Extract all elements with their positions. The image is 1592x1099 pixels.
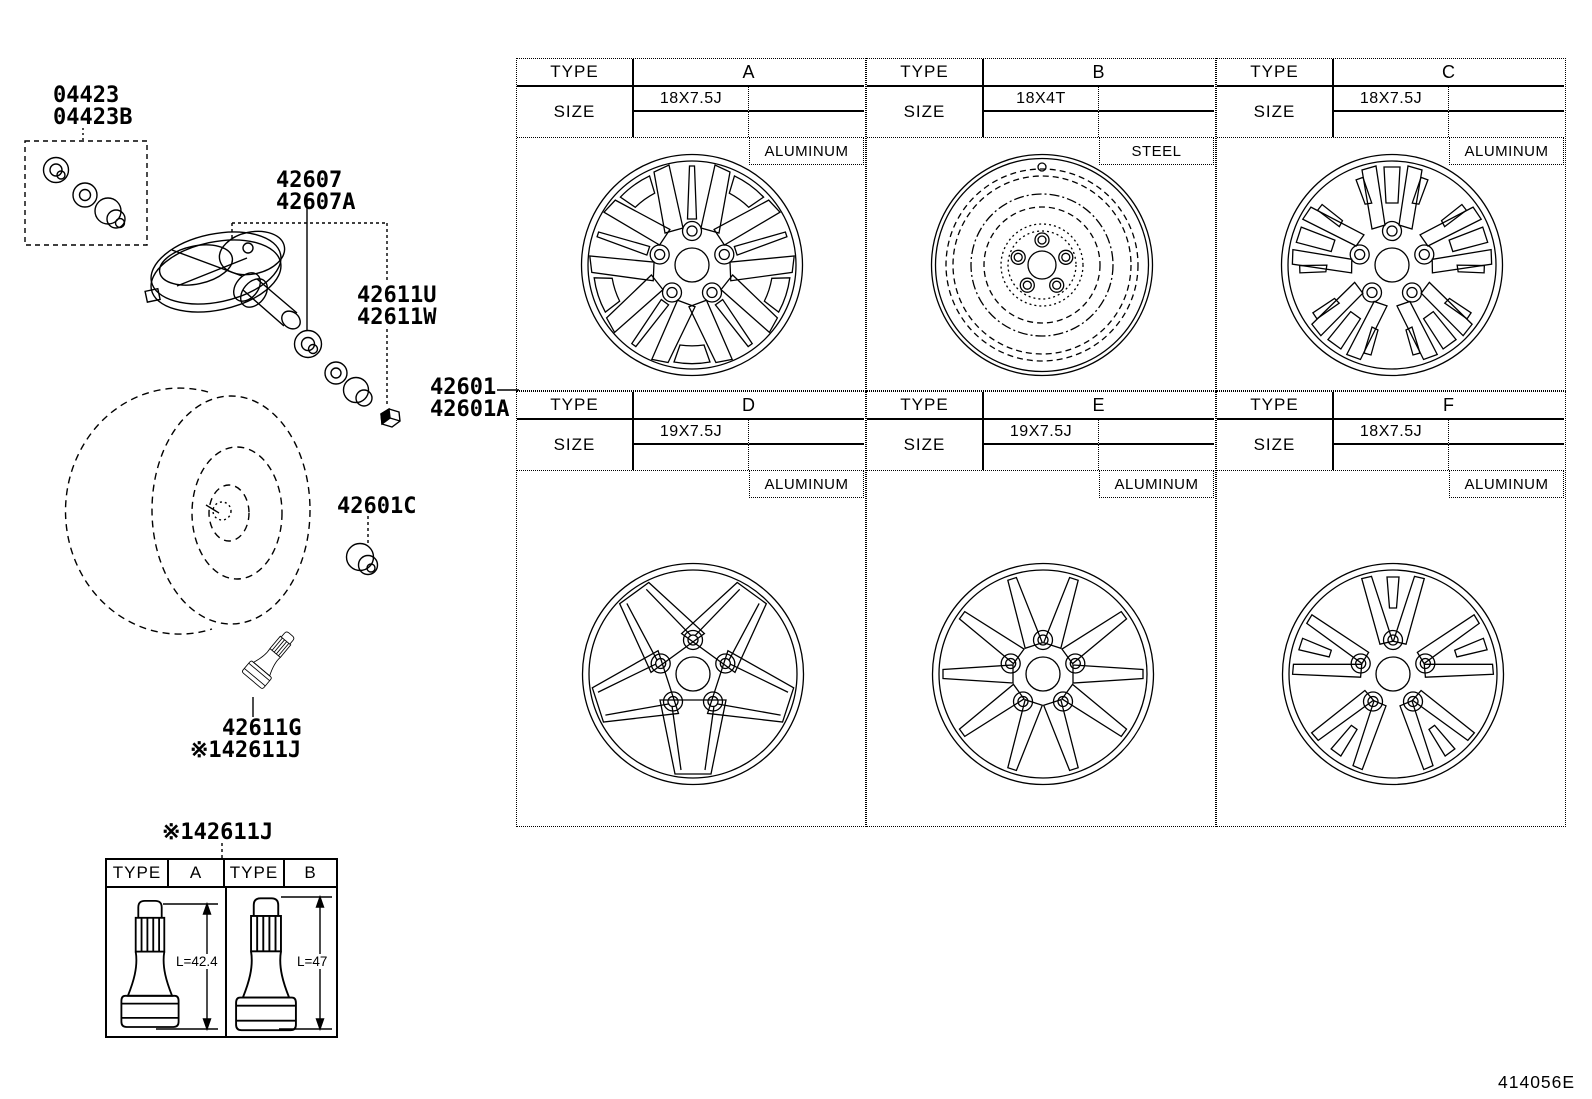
type-value: B <box>984 59 1214 87</box>
size-value: 18X7.5J <box>1334 87 1449 112</box>
valve-table-header-type-2: TYPE <box>225 860 285 888</box>
valve-b-length-dimension: L=47 <box>295 954 330 969</box>
type-value: D <box>634 392 864 420</box>
material-badge: ALUMINUM <box>749 137 864 165</box>
wheel-panel-type-d: TYPE D SIZE 19X7.5J ALUMINUM <box>516 391 866 827</box>
size-value: 18X7.5J <box>634 87 749 112</box>
wheel-illustration-type-a <box>580 153 804 377</box>
valve-spec-table: TYPE A TYPE B <box>105 858 338 1038</box>
material-badge: ALUMINUM <box>749 470 864 498</box>
size-value: 18X4T <box>984 87 1099 112</box>
type-label: TYPE <box>517 392 634 420</box>
lug-nut-kit-drawing <box>24 128 148 246</box>
part-number-wheel-nut: 42601C <box>337 494 417 519</box>
wheel-illustration-type-f <box>1281 562 1505 786</box>
wheel-panel-type-a: TYPE A SIZE 18X7.5J <box>516 58 866 391</box>
valve-table-value-b: B <box>285 860 336 888</box>
size-label: SIZE <box>517 87 634 137</box>
part-number-valve-table-ref: ※142611J <box>162 820 274 845</box>
type-value: E <box>984 392 1214 420</box>
material-badge: ALUMINUM <box>1449 137 1564 165</box>
size-label: SIZE <box>517 420 634 470</box>
type-label: TYPE <box>867 59 984 87</box>
type-label: TYPE <box>1217 59 1334 87</box>
valve-nut-washer-parts <box>293 329 401 428</box>
valve-table-divider <box>225 888 227 1036</box>
type-value: C <box>1334 59 1564 87</box>
tire-wheel-drawing <box>64 387 311 635</box>
wheel-panel-type-e: TYPE E SIZE 19X7.5J ALUMINUM <box>866 391 1216 827</box>
size-label: SIZE <box>867 420 984 470</box>
valve-table-value-a: A <box>169 860 225 888</box>
material-badge: ALUMINUM <box>1099 470 1214 498</box>
wheel-panel-type-c: TYPE C SIZE 18X7.5J <box>1216 58 1566 391</box>
valve-type-a-drawing <box>120 899 218 1032</box>
tpms-sensor-drawing <box>144 230 301 330</box>
type-label: TYPE <box>517 59 634 87</box>
wheel-illustration-type-c <box>1280 153 1504 377</box>
sensor-leader-lines <box>231 196 388 407</box>
wheel-panel-type-b: TYPE B SIZE 18X4T STEEL <box>866 58 1216 391</box>
part-number-valve-stem-alt: ※142611J <box>190 738 302 763</box>
type-label: TYPE <box>867 392 984 420</box>
type-value: F <box>1334 392 1564 420</box>
size-value: 19X7.5J <box>634 420 749 445</box>
wheel-illustration-type-e <box>931 562 1155 786</box>
wheel-nut-drawing <box>345 516 379 576</box>
wheel-illustration-type-b <box>930 153 1154 377</box>
size-value: 19X7.5J <box>984 420 1099 445</box>
valve-a-length-dimension: L=42.4 <box>174 954 220 969</box>
wheel-panel-type-f: TYPE F SIZE 18X7.5J <box>1216 391 1566 827</box>
material-badge: ALUMINUM <box>1449 470 1564 498</box>
drawing-number: 414056E <box>1498 1072 1576 1092</box>
valve-table-header-type-1: TYPE <box>107 860 169 888</box>
size-label: SIZE <box>867 87 984 137</box>
size-value: 18X7.5J <box>1334 420 1449 445</box>
wheel-illustration-type-d <box>581 562 805 786</box>
part-number-valve-stem: 42611G <box>222 716 302 741</box>
valve-stem-drawing <box>242 631 295 717</box>
material-badge: STEEL <box>1099 137 1214 165</box>
size-label: SIZE <box>1217 87 1334 137</box>
type-label: TYPE <box>1217 392 1334 420</box>
size-label: SIZE <box>1217 420 1334 470</box>
type-value: A <box>634 59 864 87</box>
